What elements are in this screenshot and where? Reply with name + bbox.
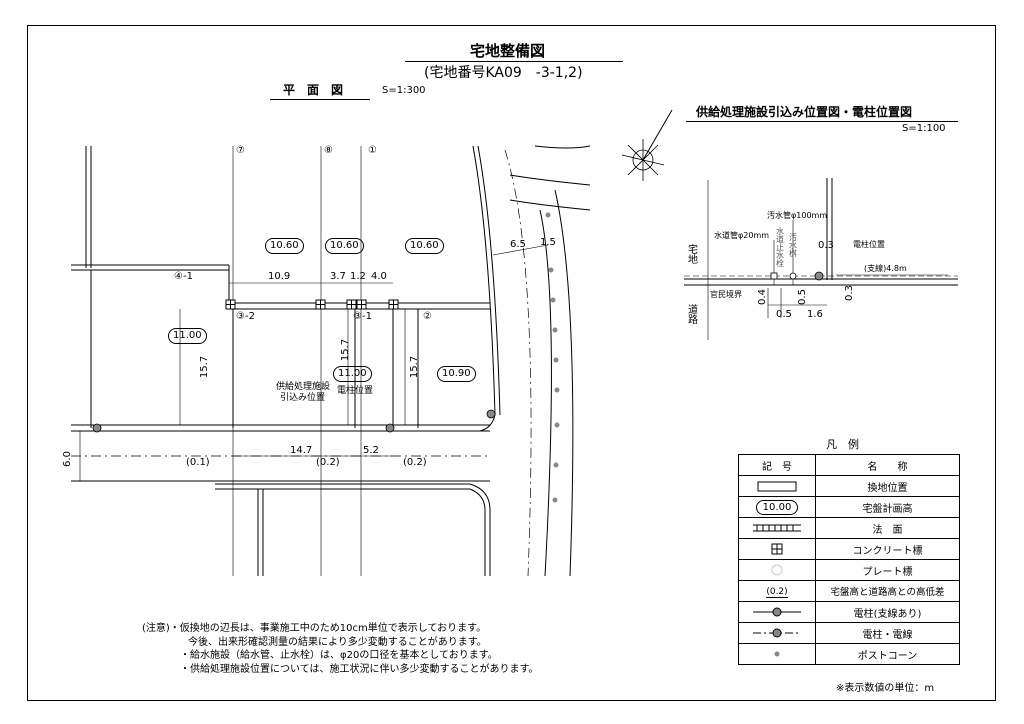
plan-label: 平 面 図 — [283, 83, 344, 97]
detail-label: 宅地 — [688, 245, 698, 266]
dimension: 4.0 — [371, 271, 387, 282]
lot-label: ③-2 — [236, 311, 255, 322]
legend-name: 宅盤計画高 — [815, 496, 960, 518]
dimension: 5.2 — [363, 445, 379, 456]
detail-label: 電柱位置 — [853, 240, 885, 249]
legend-title: 凡 例 — [826, 438, 859, 451]
column-label: ⑧ — [324, 145, 333, 156]
detail-label: (支線)4.8m — [864, 264, 907, 273]
legend-symbol — [738, 475, 816, 497]
elevation-oval: 11.00 — [333, 366, 372, 382]
height-diff: (0.2) — [403, 457, 427, 468]
dimension: 6.0 — [61, 451, 73, 467]
note-line: ・給水施設（給水管、止水栓）は、φ20の口径を基本としております。 — [180, 650, 498, 661]
legend-name: プレート標 — [815, 559, 960, 581]
detail-scale: S=1:100 — [902, 123, 946, 134]
detail-underline — [686, 121, 958, 122]
dimension: 3.7 — [330, 271, 346, 282]
detail-dim: 0.3 — [818, 240, 834, 251]
legend-name: 換地位置 — [815, 475, 960, 497]
legend-symbol — [738, 559, 816, 581]
detail-dim: 0.5 — [776, 309, 792, 320]
detail-label: 水道管φ20mm — [714, 231, 770, 240]
dimension: 15.7 — [409, 355, 421, 379]
height-diff: (0.2) — [316, 457, 340, 468]
legend-name: 電柱・電線 — [815, 622, 960, 644]
lot-label: ③-1 — [353, 311, 372, 322]
legend-symbol — [738, 643, 816, 665]
legend-name: 電柱(支線あり) — [815, 601, 960, 623]
note-line: ・供給処理施設位置については、施工状況に伴い多少変動することがあります。 — [180, 663, 539, 675]
detail-label: 水道止水栓 — [776, 227, 784, 268]
legend-header-symbol: 記 号 — [738, 454, 816, 476]
legend-symbol — [738, 517, 816, 539]
detail-label: 道路 — [688, 305, 698, 326]
legend-header-name: 名 称 — [815, 454, 960, 476]
dimension: 10.9 — [268, 271, 291, 282]
dimension: 6.5 — [510, 239, 526, 250]
detail-dim: 1.6 — [807, 309, 823, 320]
detail-dim: 0.5 — [796, 289, 808, 305]
dimension: 15.7 — [340, 338, 352, 362]
legend-symbol — [738, 601, 816, 623]
drawing-subtitle: (宅地番号KA09 -3-1,2) — [424, 65, 583, 81]
legend-symbol: 10.00 — [738, 496, 816, 518]
height-diff: (0.1) — [186, 457, 210, 468]
elevation-oval: 11.00 — [168, 328, 207, 344]
dimension: 1.5 — [540, 237, 556, 248]
plan-underline — [270, 99, 370, 100]
dimension: 1.2 — [350, 271, 366, 282]
dimension: 15.7 — [199, 355, 211, 379]
detail-dim: 0.4 — [756, 289, 768, 305]
legend-name: コンクリート標 — [815, 538, 960, 560]
plan-scale: S=1:300 — [382, 85, 426, 96]
detail-label: 汚水桝 — [789, 233, 797, 258]
note-line: (注意)・仮換地の辺長は、事業施工中のため10cm単位で表示しております。 — [142, 623, 487, 634]
unit-note: ※表示数値の単位：m — [836, 683, 935, 694]
legend-name: 宅盤高と道路高との高低差 — [815, 580, 960, 602]
detail-label: 汚水管φ100mm — [767, 211, 828, 220]
legend-symbol: (0.2) — [738, 580, 816, 602]
pole-position-label: 電柱位置 — [337, 386, 374, 396]
dimension: 14.7 — [290, 445, 313, 456]
legend-symbol — [738, 622, 816, 644]
detail-label: 官民境界 — [710, 290, 742, 299]
column-label: ⑦ — [236, 145, 245, 156]
legend-name: ポストコーン — [815, 643, 960, 665]
supply-label: 引込み位置 — [280, 393, 326, 403]
elevation-oval: 10.90 — [437, 366, 476, 382]
notes: (注意)・仮換地の辺長は、事業施工中のため10cm単位で表示しております。 今後… — [142, 622, 539, 676]
elevation-oval: 10.60 — [405, 238, 444, 254]
sheet-border — [27, 25, 996, 701]
legend-symbol — [738, 538, 816, 560]
elevation-oval: 10.60 — [265, 238, 304, 254]
legend-table: 記 号 名 称 換地位置 10.00 宅盤計画高 法 面 コンクリート標 プレー… — [738, 454, 960, 665]
elevation-oval: 10.60 — [325, 238, 364, 254]
legend-name: 法 面 — [815, 517, 960, 539]
lot-label: ④-1 — [174, 271, 193, 282]
note-line: 今後、出来形確認測量の結果により多少変動することがあります。 — [188, 636, 487, 648]
title-underline — [405, 61, 623, 62]
column-label: ① — [368, 145, 377, 156]
detail-title: 供給処理施設引込み位置図・電柱位置図 — [696, 105, 913, 119]
detail-dim: 0.3 — [843, 285, 855, 301]
supply-label: 供給処理施設 — [276, 382, 331, 392]
lot-label: ② — [423, 311, 432, 322]
drawing-title: 宅地整備図 — [470, 42, 546, 60]
